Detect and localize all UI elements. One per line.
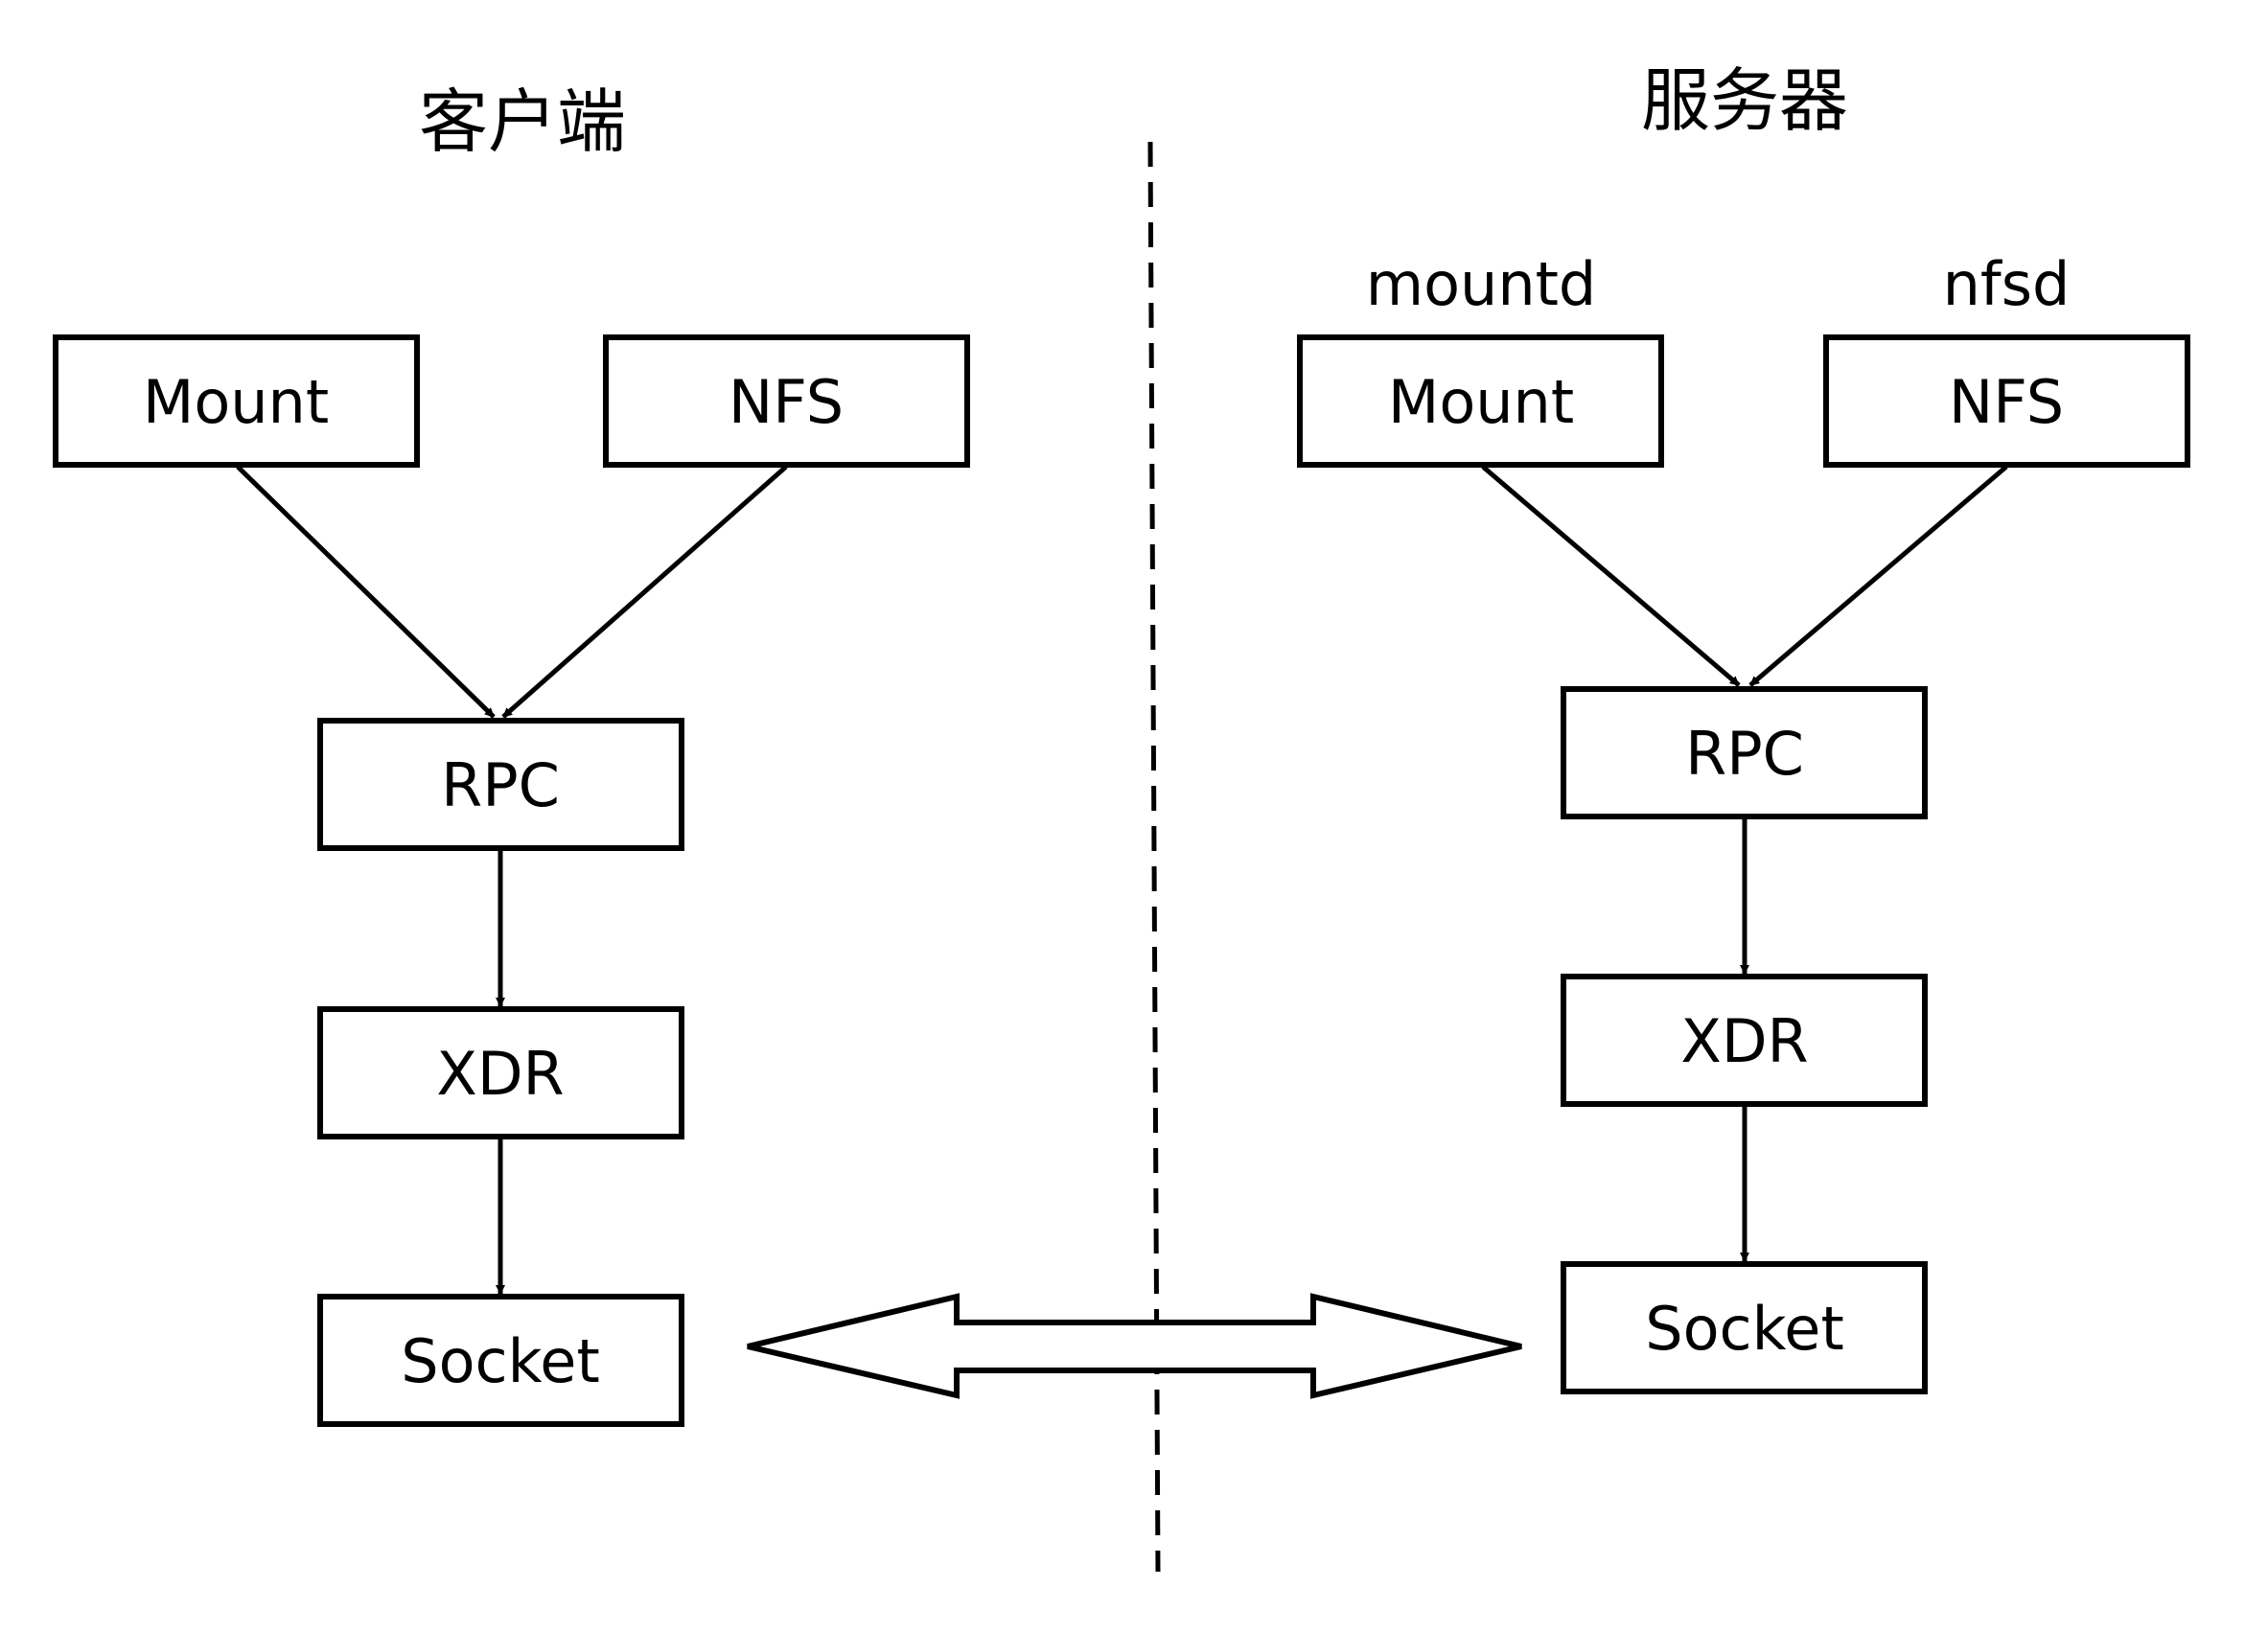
server-nfsd-label: nfsd — [1943, 249, 2071, 319]
client-mount-to-rpc-arrow — [236, 465, 496, 719]
server-xdr-box: XDR — [1561, 974, 1928, 1107]
socket-communication-double-arrow — [747, 1293, 1522, 1399]
server-socket-box: Socket — [1561, 1261, 1928, 1394]
client-nfs-to-rpc-arrow — [501, 465, 788, 719]
client-nfs-label: NFS — [729, 367, 844, 437]
server-heading: 服务器 — [1641, 60, 1848, 141]
client-socket-label: Socket — [401, 1326, 600, 1396]
client-nfs-box: NFS — [603, 334, 970, 468]
client-mount-box: Mount — [53, 334, 420, 468]
client-xdr-box: XDR — [317, 1006, 684, 1139]
client-rpc-box: RPC — [317, 718, 684, 851]
server-mount-box: Mount — [1297, 334, 1664, 468]
server-mount-label: Mount — [1388, 367, 1574, 437]
server-nfs-label: NFS — [1949, 367, 2064, 437]
server-nfs-to-rpc-arrow — [1748, 465, 2008, 687]
client-rpc-label: RPC — [441, 750, 560, 820]
server-xdr-label: XDR — [1680, 1006, 1808, 1076]
server-rpc-box: RPC — [1561, 686, 1928, 819]
client-heading: 客户端 — [419, 81, 626, 162]
server-nfs-box: NFS — [1823, 334, 2190, 468]
client-mount-label: Mount — [143, 367, 329, 437]
client-socket-box: Socket — [317, 1294, 684, 1427]
client-xdr-label: XDR — [436, 1039, 564, 1109]
server-rpc-label: RPC — [1685, 719, 1804, 789]
server-socket-label: Socket — [1645, 1294, 1844, 1364]
server-mount-to-rpc-arrow — [1481, 465, 1741, 687]
server-mountd-label: mountd — [1366, 249, 1597, 319]
